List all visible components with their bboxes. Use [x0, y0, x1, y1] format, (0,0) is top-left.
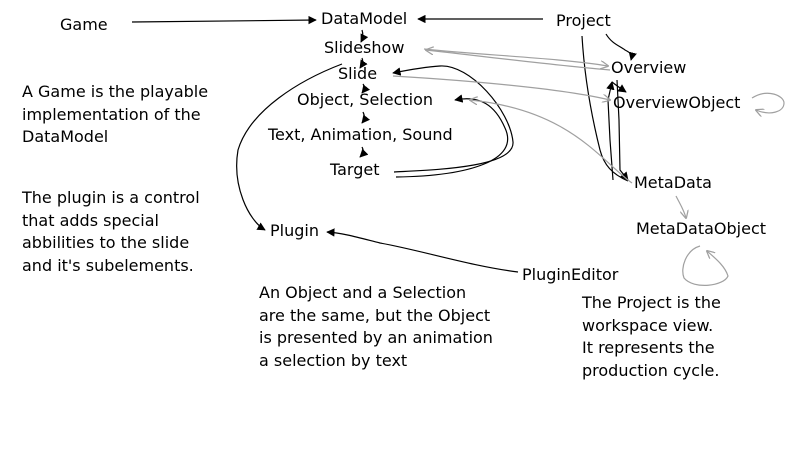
- arrow-project-to-overview: [605, 33, 637, 61]
- arrow-metadata-to-overview: [606, 81, 615, 181]
- note-object-selection: An Object and a Selection are the same, …: [259, 283, 493, 370]
- arrow-overview-to-metadata: [616, 79, 629, 181]
- node-project: Project: [556, 11, 611, 30]
- note-project: The Project is the workspace view. It re…: [582, 293, 721, 380]
- note-game: A Game is the playable implementation of…: [22, 82, 209, 146]
- arrow-slide-to-objectselection: [361, 83, 371, 94]
- node-text-animation-sound: Text, Animation, Sound: [268, 125, 453, 144]
- arrow-plugineditor-to-plugin: [326, 228, 519, 273]
- node-game: Game: [60, 15, 108, 34]
- node-overview: Overview: [611, 58, 687, 77]
- node-slideshow: Slideshow: [324, 38, 405, 57]
- node-target: Target: [330, 160, 380, 179]
- arrow-metadata-to-metadataobject: [675, 195, 686, 218]
- arrow-game-to-datamodel: [131, 15, 317, 25]
- arrow-slide-to-plugin: [236, 63, 343, 231]
- arrow-datamodel-to-slideshow: [360, 29, 369, 43]
- node-plugin-editor: PluginEditor: [522, 265, 619, 284]
- arrow-slide-to-overviewobject: [392, 75, 610, 100]
- arrow-overview-to-overviewobject: [611, 81, 627, 93]
- arrow-metadata-to-objectselection: [470, 100, 633, 184]
- arrow-slideshow-to-overview: [423, 48, 608, 66]
- note-plugin: The plugin is a control that adds specia…: [22, 188, 200, 275]
- node-slide: Slide: [338, 64, 378, 83]
- node-datamodel: DataModel: [321, 9, 408, 28]
- node-plugin: Plugin: [270, 221, 319, 240]
- arrow-overviewobject-self: [751, 92, 785, 113]
- arrow-slideshow-to-slide: [359, 57, 368, 69]
- arrow-overview-to-slideshow: [426, 50, 611, 71]
- node-metadata-object: MetaDataObject: [636, 219, 767, 238]
- node-overview-object: OverviewObject: [613, 93, 741, 112]
- arrow-target-to-slide: [392, 65, 514, 173]
- node-metadata: MetaData: [634, 173, 712, 192]
- node-object-selection: Object, Selection: [297, 90, 434, 109]
- arrow-metadataobject-self: [682, 245, 729, 286]
- arrow-objectselection-to-textanimationsound: [361, 111, 371, 124]
- arrow-textanimationsound-to-target: [359, 146, 369, 158]
